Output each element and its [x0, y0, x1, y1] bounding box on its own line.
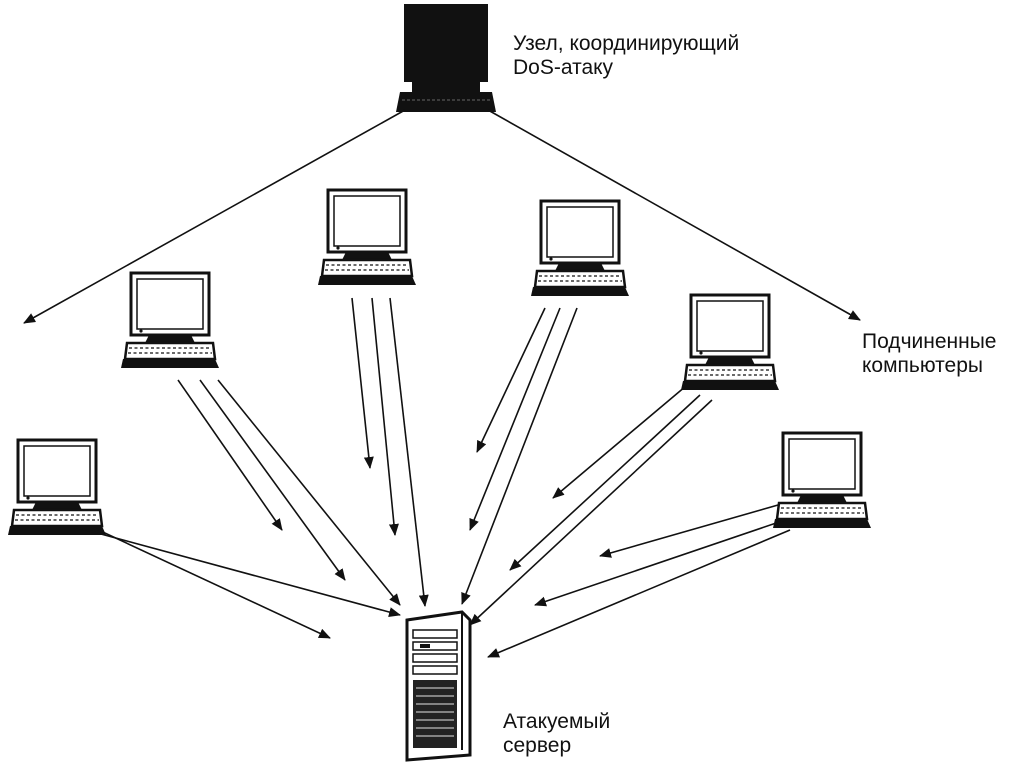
attack-arrow: [217, 379, 401, 606]
attack-arrow: [476, 307, 546, 453]
slave-computer-icon: [529, 199, 631, 298]
attack-arrow: [177, 379, 283, 531]
attack-arrow: [599, 504, 779, 558]
target-label: Атакуемый сервер: [503, 710, 610, 758]
attack-arrow: [461, 307, 578, 605]
attack-arrows: [74, 297, 791, 658]
coordinator-node-icon: [396, 4, 496, 112]
target-label-line2: сервер: [503, 734, 572, 757]
slave-computer-icon: [771, 431, 873, 530]
slave-computer-icon: [679, 293, 781, 392]
attack-arrow: [371, 297, 399, 536]
slave-computer-icon: [316, 188, 418, 287]
slaves-label: Подчиненные компьютеры: [862, 330, 996, 378]
attack-arrow: [389, 297, 429, 607]
slave-computer-icon: [119, 271, 221, 370]
attack-arrow: [74, 526, 401, 617]
target-server-icon: [405, 610, 472, 762]
attack-arrow: [351, 297, 374, 469]
attack-arrow: [469, 307, 561, 531]
slave-computers: [6, 188, 873, 537]
attack-arrow: [552, 385, 687, 499]
attack-arrow: [487, 529, 791, 658]
attack-arrow: [91, 526, 331, 639]
slave-computer-icon: [6, 438, 108, 537]
coordinator-label: Узел, координирующий DoS-атаку: [513, 32, 739, 80]
attack-arrow: [509, 394, 701, 571]
attack-arrow: [469, 399, 713, 626]
slaves-label-line2: компьютеры: [862, 354, 983, 377]
attack-arrow: [199, 379, 346, 581]
coordinator-label-line2: DoS-атаку: [513, 56, 614, 79]
target-label-line1: Атакуемый: [503, 710, 611, 733]
command-arrows: [23, 109, 861, 324]
attack-arrow: [534, 519, 786, 607]
command-arrow: [487, 109, 861, 321]
slaves-label-line1: Подчиненные: [862, 330, 997, 353]
command-arrow: [23, 109, 406, 324]
coordinator-label-line1: Узел, координирующий: [513, 32, 740, 55]
